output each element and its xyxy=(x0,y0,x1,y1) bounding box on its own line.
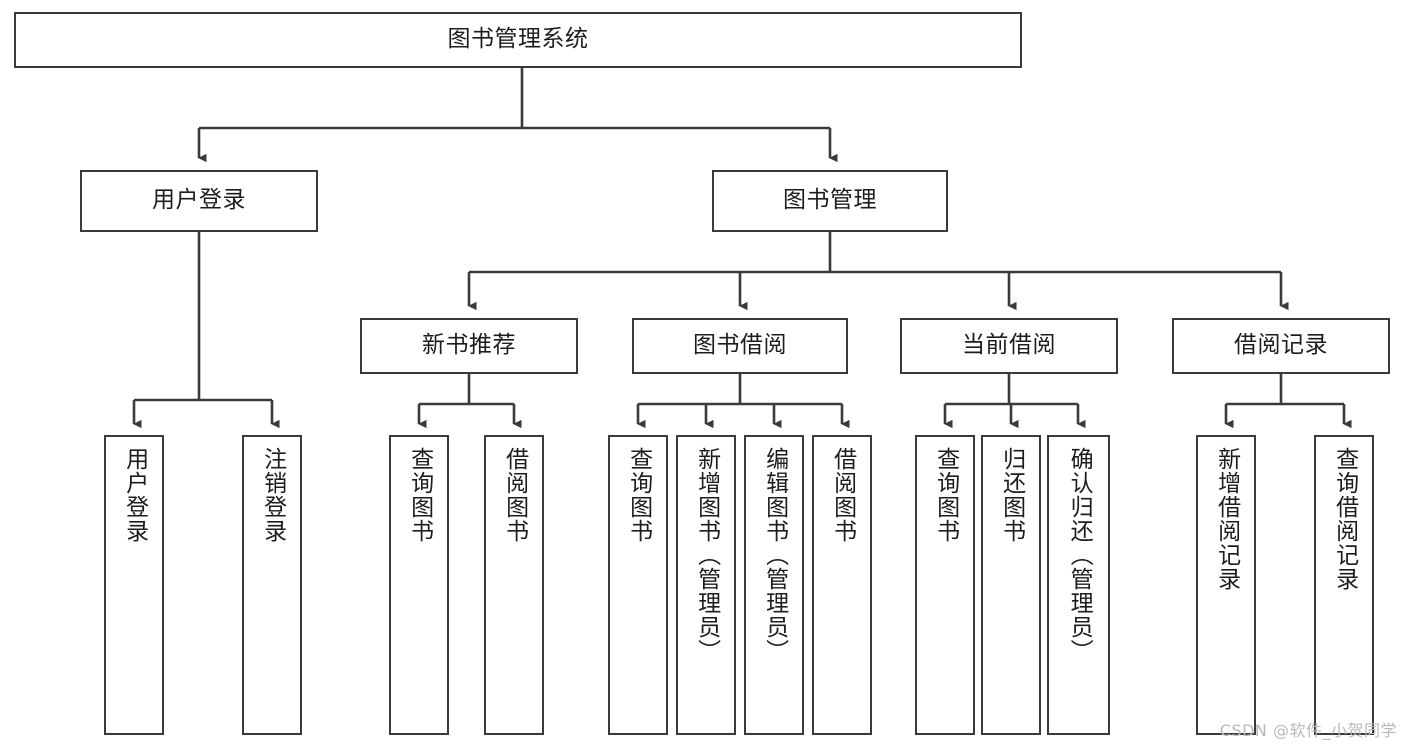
node-leaf-user-login-label: 用户登录 xyxy=(121,447,148,543)
node-leaf-user-logout-label: 注销登录 xyxy=(259,447,286,543)
node-leaf-add-book[interactable]: 新增图书（管理员） xyxy=(676,435,736,735)
node-leaf-edit-book[interactable]: 编辑图书（管理员） xyxy=(744,435,804,735)
node-leaf-confirm-return[interactable]: 确认归还（管理员） xyxy=(1047,435,1110,735)
node-leaf-borrow-book-2[interactable]: 借阅图书 xyxy=(812,435,872,735)
node-user-login[interactable]: 用户登录 xyxy=(80,170,318,232)
watermark: CSDN @软件_小贺同学 xyxy=(1219,721,1397,740)
node-leaf-query-record[interactable]: 查询借阅记录 xyxy=(1314,435,1374,735)
node-leaf-query-book-3-label: 查询图书 xyxy=(932,447,959,543)
node-book-borrow-label: 图书借阅 xyxy=(693,332,787,359)
node-current-borrow-label: 当前借阅 xyxy=(962,332,1056,359)
node-leaf-edit-book-label: 编辑图书（管理员） xyxy=(761,447,788,663)
node-leaf-query-record-label: 查询借阅记录 xyxy=(1331,447,1358,591)
node-leaf-return-book-label: 归还图书 xyxy=(998,447,1025,543)
node-current-borrow[interactable]: 当前借阅 xyxy=(900,318,1118,374)
node-leaf-user-login[interactable]: 用户登录 xyxy=(104,435,164,735)
node-book-manage-label: 图书管理 xyxy=(783,187,877,214)
node-leaf-add-record-label: 新增借阅记录 xyxy=(1213,447,1240,591)
node-leaf-borrow-book-1[interactable]: 借阅图书 xyxy=(484,435,544,735)
node-leaf-add-record[interactable]: 新增借阅记录 xyxy=(1196,435,1256,735)
node-leaf-query-book-2[interactable]: 查询图书 xyxy=(608,435,668,735)
node-new-book-recommend-label: 新书推荐 xyxy=(422,332,516,359)
node-leaf-add-book-label: 新增图书（管理员） xyxy=(693,447,720,663)
node-leaf-user-logout[interactable]: 注销登录 xyxy=(242,435,302,735)
node-book-borrow[interactable]: 图书借阅 xyxy=(632,318,848,374)
node-root-label: 图书管理系统 xyxy=(447,26,589,53)
node-leaf-query-book-1[interactable]: 查询图书 xyxy=(389,435,449,735)
node-book-manage[interactable]: 图书管理 xyxy=(712,170,948,232)
node-root[interactable]: 图书管理系统 xyxy=(14,12,1022,68)
node-leaf-query-book-2-label: 查询图书 xyxy=(625,447,652,543)
node-borrow-record-label: 借阅记录 xyxy=(1234,332,1328,359)
node-leaf-query-book-3[interactable]: 查询图书 xyxy=(915,435,975,735)
node-new-book-recommend[interactable]: 新书推荐 xyxy=(360,318,578,374)
node-leaf-borrow-book-1-label: 借阅图书 xyxy=(501,447,528,543)
node-leaf-borrow-book-2-label: 借阅图书 xyxy=(829,447,856,543)
node-leaf-confirm-return-label: 确认归还（管理员） xyxy=(1066,447,1093,663)
node-user-login-label: 用户登录 xyxy=(152,187,246,214)
node-borrow-record[interactable]: 借阅记录 xyxy=(1172,318,1390,374)
node-leaf-query-book-1-label: 查询图书 xyxy=(406,447,433,543)
node-leaf-return-book[interactable]: 归还图书 xyxy=(981,435,1041,735)
